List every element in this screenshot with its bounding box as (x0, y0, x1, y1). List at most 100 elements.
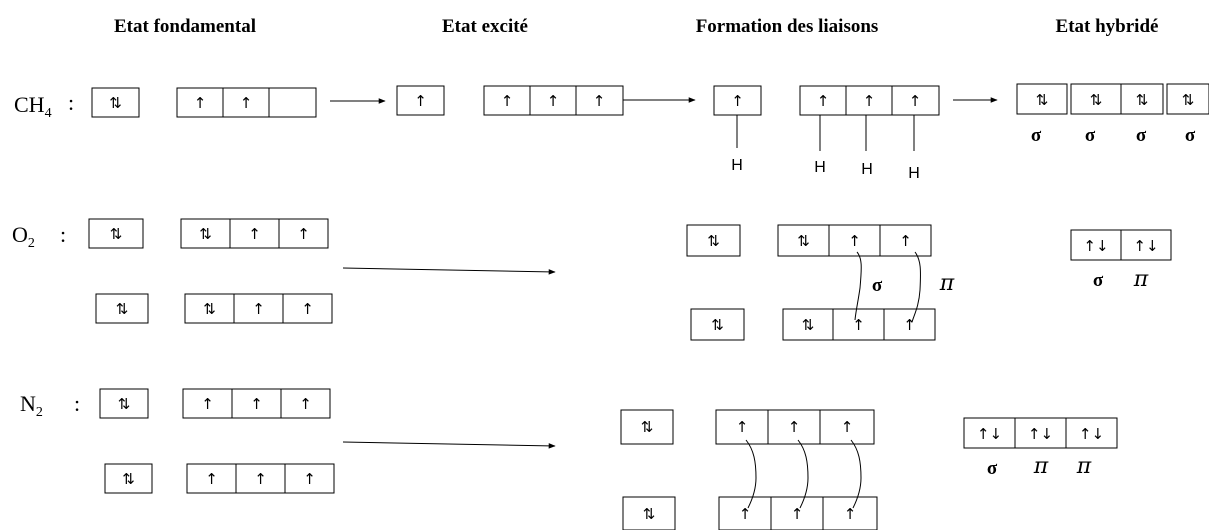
sigma-bond-label: σ (1085, 125, 1096, 146)
arrow-icon (342, 267, 556, 275)
ch4-label: CH4 (14, 92, 52, 121)
electron-up-icon: ↑ (903, 316, 916, 334)
electron-pair-icon: ↑↓ (1028, 425, 1053, 443)
n2-atom2-2s-box: ⇅ (104, 463, 153, 494)
electron-up-icon: ↑ (501, 92, 514, 110)
electron-pair-icon: ⇅ (203, 300, 216, 318)
electron-pair-icon: ↑↓ (1079, 425, 1104, 443)
electron-pair-icon: ⇅ (1090, 91, 1103, 109)
sigma-bond-label: σ (1093, 270, 1104, 291)
ch4-row: CH4 : ⇅ ↑ ↑ ↑ ↑ ↑ ↑ (14, 83, 1209, 182)
sigma-bond-line (854, 251, 862, 321)
electron-up-icon: ↑ (788, 418, 801, 436)
electron-up-icon: ↑ (303, 470, 316, 488)
o2-colon: : (60, 222, 66, 247)
ch4-colon: : (68, 90, 74, 115)
sigma-bond-label: σ (1031, 125, 1042, 146)
electron-up-icon: ↑ (297, 225, 310, 243)
electron-pair-icon: ⇅ (1136, 91, 1149, 109)
electron-up-icon: ↑ (194, 94, 207, 112)
sigma-bond-label: σ (987, 458, 998, 479)
electron-pair-icon: ⇅ (643, 505, 656, 523)
header-ground-state: Etat fondamental (114, 16, 256, 37)
hydrogen-label: H (861, 161, 873, 178)
electron-pair-icon: ⇅ (641, 418, 654, 436)
electron-up-icon: ↑ (240, 94, 253, 112)
hydrogen-label: H (731, 157, 743, 174)
electron-up-icon: ↑ (547, 92, 560, 110)
n2-atom2-2p-boxes: ↑ ↑ ↑ (186, 463, 335, 494)
n2-colon: : (74, 391, 80, 416)
electron-pair-icon: ⇅ (116, 300, 129, 318)
n2-atom1-2p-boxes: ↑ ↑ ↑ (182, 388, 331, 419)
o2-bond-top-2p-boxes: ⇅ ↑ ↑ (777, 224, 932, 257)
electron-up-icon: ↑ (899, 232, 912, 250)
electron-pair-icon: ⇅ (802, 316, 815, 334)
pi-bond-line (850, 439, 862, 509)
electron-up-icon: ↑ (863, 92, 876, 110)
electron-up-icon: ↑ (739, 505, 752, 523)
n2-bond-bottom-2p-boxes: ↑ ↑ ↑ (718, 496, 878, 530)
electron-pair-icon: ↑↓ (977, 425, 1002, 443)
o2-bond-bottom-2s-box: ⇅ (690, 308, 745, 341)
electron-up-icon: ↑ (909, 92, 922, 110)
pi-bond-line (911, 251, 921, 323)
electron-pair-icon: ⇅ (199, 225, 212, 243)
o2-label: O2 (12, 222, 35, 251)
o2-bond-bottom-2p-boxes: ⇅ ↑ ↑ (782, 308, 936, 341)
ch4-excited-2s-box: ↑ (396, 85, 445, 116)
o2-hybrid-boxes: ↑↓ ↑↓ σ π (1070, 229, 1172, 292)
o2-row: O2 : ⇅ ⇅ ↑ ↑ ⇅ ⇅ ↑ ↑ (12, 218, 1172, 341)
electron-up-icon: ↑ (205, 470, 218, 488)
o2-atom2-2p-boxes: ⇅ ↑ ↑ (184, 293, 333, 324)
electron-up-icon: ↑ (299, 395, 312, 413)
electron-pair-icon: ⇅ (797, 232, 810, 250)
hydrogen-label: H (814, 159, 826, 176)
ch4-bond-2s-box: ↑ H (713, 85, 762, 174)
n2-bond-top-2s-box: ⇅ (620, 409, 674, 445)
electron-pair-icon: ↑↓ (1133, 237, 1158, 255)
arrow-icon (342, 441, 556, 449)
electron-up-icon: ↑ (252, 300, 265, 318)
electron-up-icon: ↑ (841, 418, 854, 436)
o2-atom1-2p-boxes: ⇅ ↑ ↑ (180, 218, 329, 249)
electron-pair-icon: ⇅ (707, 232, 720, 250)
electron-pair-icon: ⇅ (711, 316, 724, 334)
electron-pair-icon: ⇅ (118, 395, 131, 413)
electron-pair-icon: ↑↓ (1083, 237, 1108, 255)
n2-label: N2 (20, 391, 43, 420)
electron-pair-icon: ⇅ (122, 470, 135, 488)
electron-up-icon: ↑ (817, 92, 830, 110)
pi-bond-label: π (939, 271, 955, 296)
n2-bond-bottom-2s-box: ⇅ (622, 496, 676, 530)
electron-up-icon: ↑ (248, 225, 261, 243)
ch4-ground-2s-box: ⇅ (91, 87, 140, 118)
ch4-excited-2p-boxes: ↑ ↑ ↑ (483, 85, 624, 116)
o2-atom1-2s-box: ⇅ (88, 218, 144, 249)
header-bond-formation: Formation des liaisons (696, 16, 879, 37)
pi-bond-label: π (1076, 454, 1092, 479)
electron-up-icon: ↑ (593, 92, 606, 110)
electron-pair-icon: ⇅ (109, 94, 122, 112)
electron-up-icon: ↑ (731, 92, 744, 110)
electron-pair-icon: ⇅ (1182, 91, 1195, 109)
hydrogen-label: H (908, 165, 920, 182)
electron-up-icon: ↑ (250, 395, 263, 413)
pi-bond-label: π (1033, 454, 1049, 479)
electron-pair-icon: ⇅ (110, 225, 123, 243)
ch4-hybrid-boxes: ⇅ ⇅ ⇅ ⇅ σ σ σ σ (1016, 83, 1209, 146)
sigma-bond-line (745, 439, 757, 509)
electron-up-icon: ↑ (791, 505, 804, 523)
electron-up-icon: ↑ (254, 470, 267, 488)
n2-atom1-2s-box: ⇅ (99, 388, 149, 419)
electron-up-icon: ↑ (844, 505, 857, 523)
pi-bond-label: π (1133, 267, 1149, 292)
o2-bond-top-2s-box: ⇅ (686, 224, 741, 257)
electron-up-icon: ↑ (736, 418, 749, 436)
ch4-bond-2p-boxes: ↑ ↑ ↑ H H H (799, 85, 940, 182)
ch4-ground-2p-boxes: ↑ ↑ (176, 87, 317, 118)
pi-bond-line (797, 439, 809, 509)
header-hybrid-state: Etat hybridé (1056, 16, 1159, 37)
